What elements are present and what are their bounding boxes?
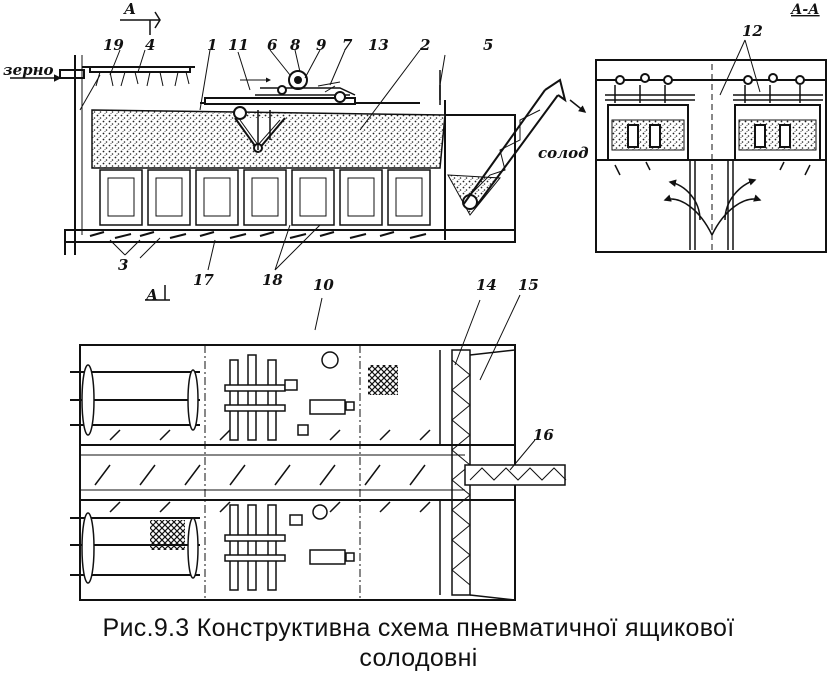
- label-16: 16: [533, 426, 554, 444]
- label-6: 6: [267, 36, 278, 54]
- label-15: 15: [518, 276, 539, 294]
- discharge-bin: [445, 114, 516, 231]
- turner-carriage: [204, 97, 356, 105]
- label-17: 17: [193, 271, 214, 289]
- figure-caption-line2: солодовні: [359, 644, 478, 672]
- side-elevation: [10, 11, 587, 301]
- label-8: 8: [290, 36, 301, 54]
- figure-caption-line1: Рис.9.3 Конструктивна схема пневматичної…: [102, 614, 735, 642]
- plan-view: [70, 294, 567, 601]
- section-frame: [595, 59, 827, 253]
- label-12: 12: [742, 22, 763, 40]
- screw-conveyor: [464, 464, 566, 486]
- label-14: 14: [476, 276, 497, 294]
- callout-labels: зерно солод А-А А А 19 4 1 11 6 8 9 7 13…: [3, 0, 820, 444]
- turner-plan-lower: [224, 504, 355, 591]
- label-3: 3: [118, 256, 128, 274]
- label-2: 2: [419, 36, 430, 54]
- label-5: 5: [483, 36, 493, 54]
- mesh-upper: [368, 365, 398, 395]
- label-grain: зерно: [3, 61, 54, 79]
- label-section-title: А-А: [790, 2, 820, 18]
- label-1: 1: [207, 36, 217, 54]
- label-section-mark-bottom: А: [145, 286, 158, 304]
- section-a-a: [595, 39, 827, 253]
- mesh-lower: [150, 520, 185, 550]
- label-4: 4: [145, 36, 155, 54]
- label-9: 9: [316, 36, 327, 54]
- label-section-mark-top: А: [123, 0, 136, 18]
- label-11: 11: [228, 36, 249, 54]
- turner-plan-upper: [224, 351, 355, 441]
- label-18: 18: [262, 271, 283, 289]
- grain-inlet-pipe: [59, 69, 85, 79]
- label-19: 19: [103, 36, 124, 54]
- base-frame: [64, 229, 516, 243]
- label-malt: солод: [538, 144, 589, 162]
- duct-air-arrows: [94, 464, 426, 486]
- air-compartments: [99, 169, 431, 226]
- label-10: 10: [313, 276, 334, 294]
- label-7: 7: [342, 36, 353, 54]
- label-13: 13: [368, 36, 389, 54]
- air-flow-arrows: [89, 231, 427, 239]
